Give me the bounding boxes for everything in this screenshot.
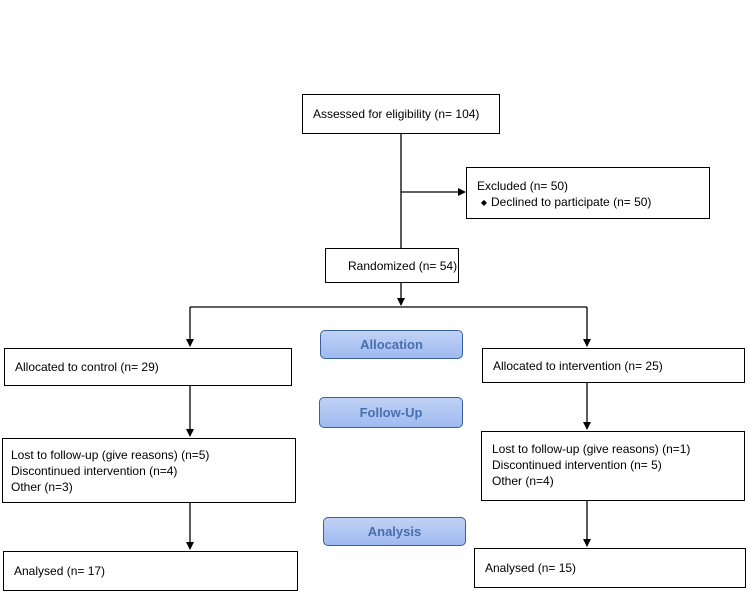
control-followup-line: Lost to follow-up (give reasons) (n=5): [11, 448, 210, 462]
excluded-box: Excluded (n= 50) ◆Declined to participat…: [466, 167, 710, 219]
excluded-item-text: Declined to participate (n= 50): [491, 195, 652, 209]
diamond-bullet-icon: ◆: [480, 198, 488, 207]
assessed-box: Assessed for eligibility (n= 104): [302, 94, 500, 134]
control-analysed-label: Analysed (n= 17): [14, 564, 106, 578]
intervention-analysed-label: Analysed (n= 15): [485, 561, 577, 575]
randomized-label: Randomized (n= 54): [348, 258, 458, 273]
randomized-box: Randomized (n= 54): [325, 248, 459, 283]
intervention-analysed-box: Analysed (n= 15): [474, 548, 746, 588]
control-followup-box: Lost to follow-up (give reasons) (n=5) D…: [2, 438, 296, 503]
allocation-stage-label: Allocation: [320, 330, 463, 359]
control-followup-line: Other (n=3): [11, 480, 73, 494]
intervention-followup-line: Other (n=4): [492, 474, 554, 488]
intervention-allocated-label: Allocated to intervention (n= 25): [493, 358, 663, 373]
excluded-title: Excluded (n= 50): [477, 179, 569, 193]
analysis-stage-label: Analysis: [323, 517, 466, 546]
excluded-item: ◆Declined to participate (n= 50): [477, 194, 703, 211]
control-allocated-box: Allocated to control (n= 29): [4, 348, 292, 386]
intervention-allocated-box: Allocated to intervention (n= 25): [482, 348, 745, 383]
follow-up-stage-label: Follow-Up: [319, 397, 463, 428]
assessed-label: Assessed for eligibility (n= 104): [313, 107, 480, 121]
control-allocated-label: Allocated to control (n= 29): [15, 360, 159, 374]
intervention-followup-box: Lost to follow-up (give reasons) (n=1) D…: [481, 431, 745, 501]
control-followup-line: Discontinued intervention (n=4): [11, 464, 178, 478]
control-analysed-box: Analysed (n= 17): [3, 551, 298, 591]
intervention-followup-line: Lost to follow-up (give reasons) (n=1): [492, 442, 691, 456]
intervention-followup-line: Discontinued intervention (n= 5): [492, 458, 662, 472]
